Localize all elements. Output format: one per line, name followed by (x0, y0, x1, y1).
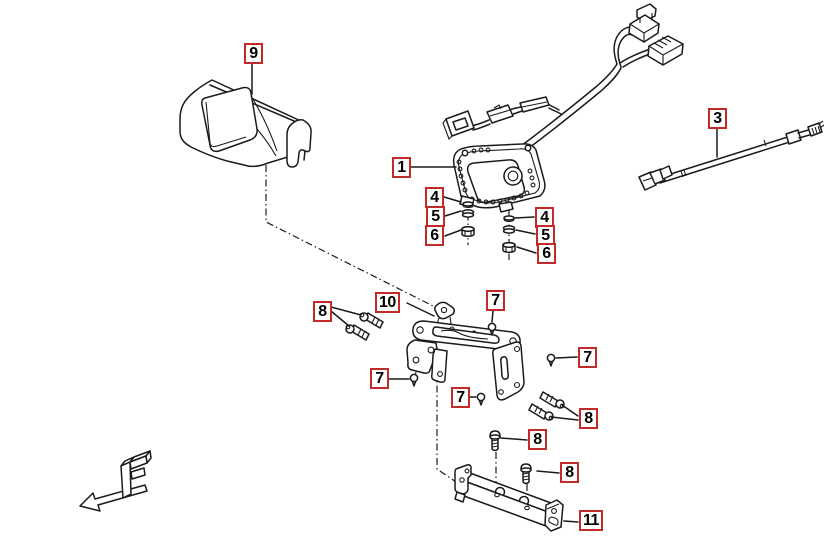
callout-nut-left[interactable]: 6 (425, 225, 444, 246)
lower-bracket-drawing (454, 464, 564, 532)
washer-stack-right-drawing (502, 215, 516, 254)
front-direction-indicator (79, 450, 152, 512)
callout-screw-left[interactable]: 7 (370, 368, 389, 389)
callout-upper-bracket[interactable]: 10 (375, 292, 400, 313)
callout-screw-bracket-left[interactable]: 8 (528, 429, 547, 450)
wiring-harness-drawing (442, 3, 684, 152)
meter-cover-drawing (179, 79, 312, 168)
screw-8-vertical-1 (489, 430, 501, 452)
harness-connector-b (647, 35, 684, 66)
callout-speedometer[interactable]: 1 (392, 157, 411, 178)
speedometer-cable-drawing (638, 120, 824, 191)
callout-leader-lines (251, 63, 718, 523)
upper-bracket-drawing (406, 301, 525, 401)
callout-screw-top[interactable]: 7 (486, 290, 505, 311)
callout-screw-mid[interactable]: 7 (451, 387, 470, 408)
screw-8-drawings (345, 312, 565, 485)
callout-screw-bracket-right[interactable]: 8 (560, 462, 579, 483)
callout-screws-right[interactable]: 8 (579, 408, 598, 429)
harness-connector-c (519, 96, 550, 113)
screw-7-drawings (409, 322, 556, 406)
screw-8-vertical-2 (520, 463, 532, 485)
callout-nut-right[interactable]: 6 (537, 243, 556, 264)
callout-screws-upper-left[interactable]: 8 (313, 301, 332, 322)
callout-screw-right[interactable]: 7 (578, 347, 597, 368)
harness-connector-e (442, 110, 475, 140)
callout-washer-left[interactable]: 4 (425, 187, 444, 208)
washer-stack-left-drawing (461, 201, 475, 238)
harness-connector-a (628, 3, 660, 43)
harness-connector-d (486, 104, 514, 124)
callout-meter-cover[interactable]: 9 (244, 43, 263, 64)
callout-lower-bracket[interactable]: 11 (579, 510, 603, 531)
callout-spring-washer-left[interactable]: 5 (426, 206, 445, 227)
callout-speedometer-cable[interactable]: 3 (708, 108, 727, 129)
